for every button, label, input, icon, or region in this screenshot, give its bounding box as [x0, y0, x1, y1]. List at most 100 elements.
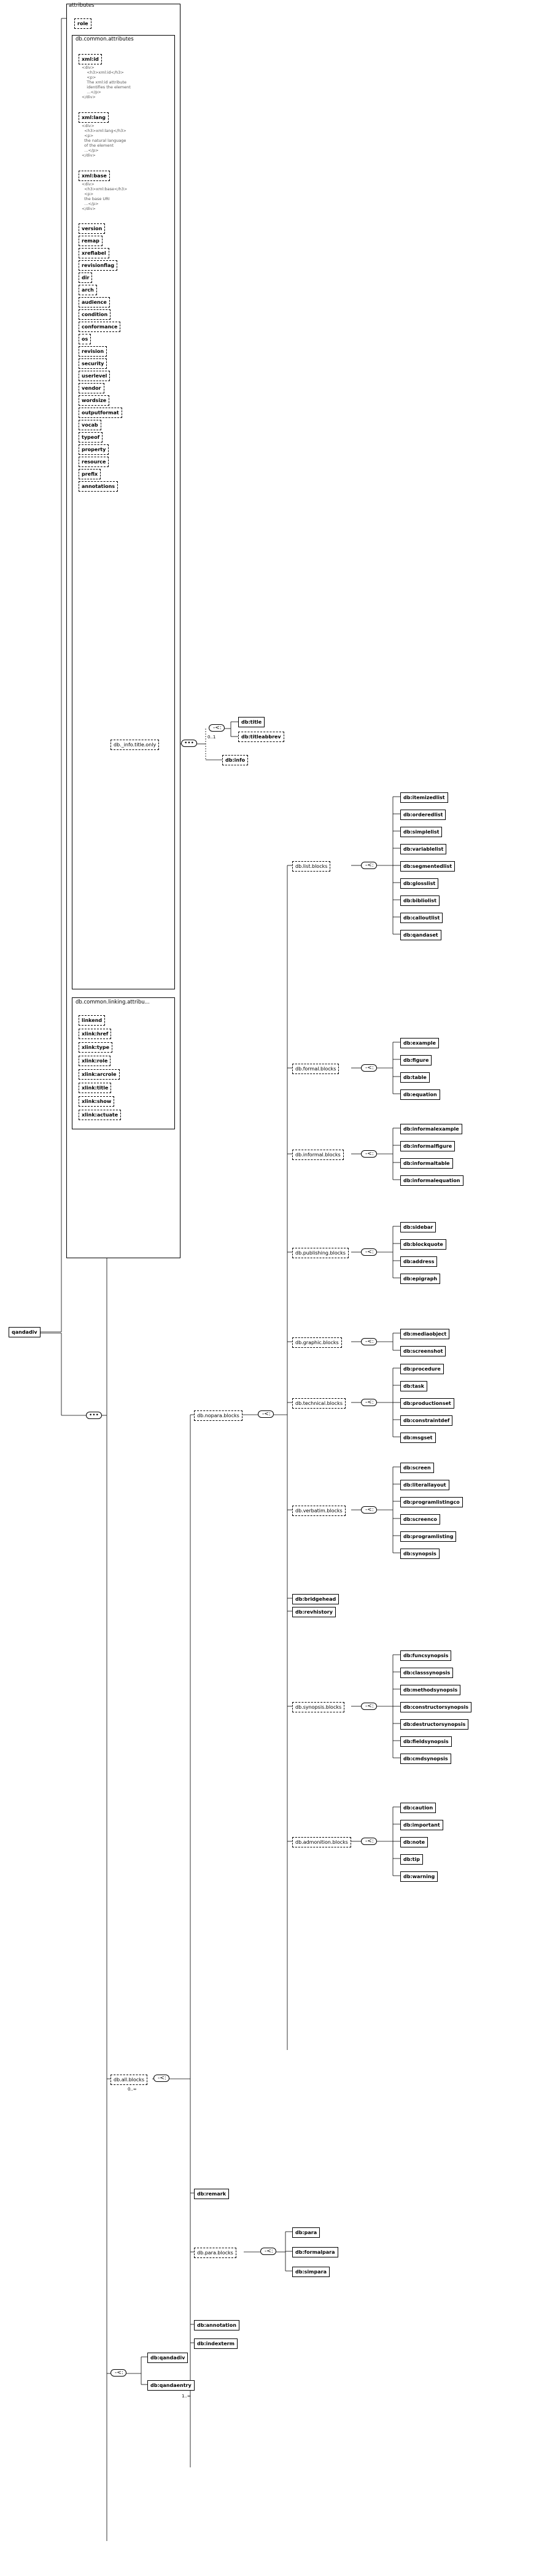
element-db-variablelist[interactable]: db:variablelist	[400, 844, 447, 854]
element-db-epigraph[interactable]: db:epigraph	[400, 1274, 441, 1284]
element-db-fieldsynopsis[interactable]: db:fieldsynopsis	[400, 1736, 452, 1747]
element-db-programlistingco[interactable]: db:programlistingco	[400, 1497, 463, 1507]
element-db-informaltable[interactable]: db:informaltable	[400, 1158, 453, 1169]
element-db-informalequation[interactable]: db:informalequation	[400, 1175, 463, 1186]
element-db-note[interactable]: db:note	[400, 1837, 428, 1847]
element-db-info[interactable]: db:info	[222, 755, 249, 765]
element-db-bibliolist[interactable]: db:bibliolist	[400, 895, 440, 906]
element-db-informalfigure[interactable]: db:informalfigure	[400, 1141, 456, 1151]
element-db-blockquote[interactable]: db:blockquote	[400, 1239, 446, 1250]
element-db-productionset[interactable]: db:productionset	[400, 1398, 454, 1409]
element-db-glosslist[interactable]: db:glosslist	[400, 878, 439, 889]
element-db-qandaentry[interactable]: db:qandaentry	[147, 2380, 195, 2391]
element-db-literallayout[interactable]: db:literallayout	[400, 1480, 449, 1490]
attribute-remap[interactable]: remap	[79, 236, 103, 246]
element-db-constraintdef[interactable]: db:constraintdef	[400, 1415, 453, 1426]
attribute-xlink-role[interactable]: xlink:role	[79, 1056, 111, 1066]
attribute-role[interactable]: role	[74, 18, 91, 29]
element-db-synopsis[interactable]: db:synopsis	[400, 1549, 440, 1559]
attribute-xml-id[interactable]: xml:id	[79, 54, 102, 64]
attribute-xlink-href[interactable]: xlink:href	[79, 1029, 112, 1039]
element-db-address[interactable]: db:address	[400, 1256, 438, 1267]
attribute-arch[interactable]: arch	[79, 285, 97, 295]
element-db-calloutlist[interactable]: db:calloutlist	[400, 913, 443, 923]
element-db-qandaset[interactable]: db:qandaset	[400, 930, 441, 940]
attribute-resource[interactable]: resource	[79, 457, 109, 467]
element-db-screenshot[interactable]: db:screenshot	[400, 1346, 446, 1356]
block-group-db-publishing-blocks[interactable]: db.publishing.blocks	[292, 1248, 349, 1258]
element-db-simpara[interactable]: db:simpara	[292, 2267, 330, 2277]
attribute-condition[interactable]: condition	[79, 309, 111, 320]
attribute-xlink-arcrole[interactable]: xlink:arcrole	[79, 1069, 120, 1080]
block-group-db-graphic-blocks[interactable]: db.graphic.blocks	[292, 1337, 342, 1348]
element-db-table[interactable]: db:table	[400, 1072, 430, 1083]
element-db-procedure[interactable]: db:procedure	[400, 1364, 444, 1374]
attribute-userlevel[interactable]: userlevel	[79, 371, 111, 381]
attribute-xml-lang[interactable]: xml:lang	[79, 112, 109, 123]
attribute-xlink-title[interactable]: xlink:title	[79, 1083, 112, 1093]
element-db-destructorsynopsis[interactable]: db:destructorsynopsis	[400, 1719, 469, 1730]
element-db-orderedlist[interactable]: db:orderedlist	[400, 810, 446, 820]
attribute-annotations[interactable]: annotations	[79, 481, 118, 492]
block-group-db-revhistory[interactable]: db:revhistory	[292, 1607, 336, 1617]
element-db-msgset[interactable]: db:msgset	[400, 1433, 436, 1443]
element-db-para[interactable]: db:para	[292, 2227, 320, 2238]
element-db-sidebar[interactable]: db:sidebar	[400, 1222, 436, 1232]
element-db-segmentedlist[interactable]: db:segmentedlist	[400, 861, 456, 872]
attribute-xlink-actuate[interactable]: xlink:actuate	[79, 1110, 122, 1120]
block-group-db-bridgehead[interactable]: db:bridgehead	[292, 1594, 339, 1604]
element-db-caution[interactable]: db:caution	[400, 1803, 436, 1813]
element-db-title[interactable]: db:title	[238, 717, 265, 727]
attribute-wordsize[interactable]: wordsize	[79, 395, 110, 406]
element-db-equation[interactable]: db:equation	[400, 1089, 440, 1100]
element-db-titleabbrev[interactable]: db:titleabbrev	[238, 732, 284, 742]
attribute-outputformat[interactable]: outputformat	[79, 408, 122, 418]
element-db-task[interactable]: db:task	[400, 1381, 427, 1391]
block-group-db-formal-blocks[interactable]: db.formal.blocks	[292, 1064, 339, 1074]
element-db-remark[interactable]: db:remark	[194, 2189, 230, 2199]
group-info-title-only[interactable]: db._info.title.only	[111, 740, 160, 750]
element-db-funcsynopsis[interactable]: db:funcsynopsis	[400, 1650, 452, 1661]
element-db-qandadiv[interactable]: db:qandadiv	[147, 2353, 188, 2363]
root-element-qandadiv[interactable]: qandadiv	[9, 1327, 41, 1337]
attribute-xreflabel[interactable]: xreflabel	[79, 248, 109, 258]
element-db-formalpara[interactable]: db:formalpara	[292, 2247, 338, 2257]
element-db-screenco[interactable]: db:screenco	[400, 1514, 440, 1525]
element-db-figure[interactable]: db:figure	[400, 1055, 432, 1066]
element-db-screen[interactable]: db:screen	[400, 1463, 434, 1473]
attribute-revision[interactable]: revision	[79, 346, 107, 357]
element-db-constructorsynopsis[interactable]: db:constructorsynopsis	[400, 1702, 471, 1712]
block-group-db-list-blocks[interactable]: db.list.blocks	[292, 861, 331, 872]
element-db-tip[interactable]: db:tip	[400, 1854, 423, 1865]
attribute-version[interactable]: version	[79, 223, 106, 234]
attribute-property[interactable]: property	[79, 444, 109, 455]
element-db-programlisting[interactable]: db:programlisting	[400, 1531, 457, 1542]
attribute-dir[interactable]: dir	[79, 273, 93, 283]
block-group-db-informal-blocks[interactable]: db.informal.blocks	[292, 1150, 344, 1160]
element-db-important[interactable]: db:important	[400, 1820, 443, 1830]
group-all-blocks[interactable]: db.all.blocks	[111, 2075, 147, 2085]
attribute-prefix[interactable]: prefix	[79, 469, 101, 479]
element-db-informalexample[interactable]: db:informalexample	[400, 1124, 462, 1134]
element-db-methodsynopsis[interactable]: db:methodsynopsis	[400, 1685, 461, 1695]
attribute-audience[interactable]: audience	[79, 297, 110, 307]
element-db-mediaobject[interactable]: db:mediaobject	[400, 1329, 450, 1339]
element-db-indexterm[interactable]: db:indexterm	[194, 2338, 238, 2349]
element-db-classsynopsis[interactable]: db:classsynopsis	[400, 1668, 454, 1678]
element-db-warning[interactable]: db:warning	[400, 1871, 438, 1882]
attribute-conformance[interactable]: conformance	[79, 322, 121, 332]
attribute-revisionflag[interactable]: revisionflag	[79, 260, 118, 271]
element-db-itemizedlist[interactable]: db:itemizedlist	[400, 792, 448, 803]
attribute-linkend[interactable]: linkend	[79, 1015, 106, 1026]
element-db-annotation[interactable]: db:annotation	[194, 2320, 239, 2330]
attribute-xml-base[interactable]: xml:base	[79, 171, 110, 181]
block-group-db-synopsis-blocks[interactable]: db.synopsis.blocks	[292, 1702, 345, 1712]
block-group-db-verbatim-blocks[interactable]: db.verbatim.blocks	[292, 1506, 346, 1516]
attribute-typeof[interactable]: typeof	[79, 432, 103, 443]
element-db-example[interactable]: db:example	[400, 1038, 439, 1048]
block-group-db-technical-blocks[interactable]: db.technical.blocks	[292, 1398, 346, 1409]
block-group-db-admonition-blocks[interactable]: db.admonition.blocks	[292, 1837, 351, 1847]
element-db-simplelist[interactable]: db:simplelist	[400, 827, 443, 837]
attribute-xlink-show[interactable]: xlink:show	[79, 1096, 115, 1107]
element-db-cmdsynopsis[interactable]: db:cmdsynopsis	[400, 1754, 451, 1764]
